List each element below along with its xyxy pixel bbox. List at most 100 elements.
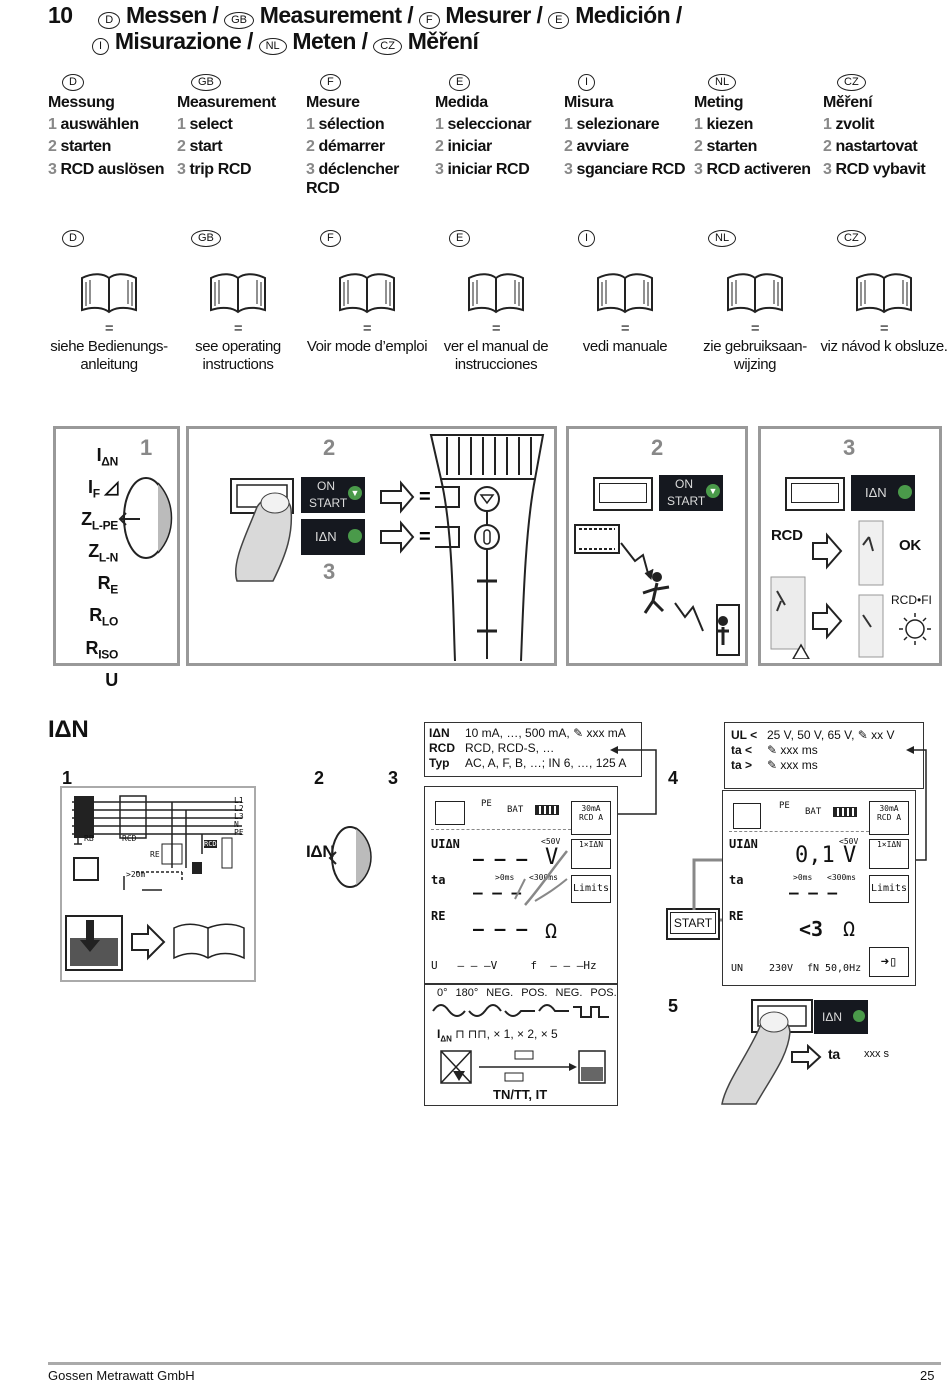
lcd-start-label: START	[309, 496, 348, 510]
function-rlo[interactable]: RLO	[89, 605, 118, 630]
lang-badge-nl: NL	[258, 38, 287, 55]
function-zln[interactable]: ZL-N	[88, 541, 118, 565]
step-number: 1	[823, 116, 832, 133]
manual-reference-f: F=Voir mode d’emploi	[300, 228, 434, 356]
lang-badge-gb: GB	[224, 12, 254, 29]
wire-label-rb: RB	[84, 834, 94, 843]
lang-badge: NL	[708, 230, 737, 247]
book-icon	[597, 273, 653, 314]
label-gt0-r: >0ms	[793, 873, 813, 882]
lower-step-1: 1	[62, 768, 72, 788]
book-icon	[468, 273, 524, 314]
title-gb: Measurement /	[259, 2, 414, 28]
battery-icon	[535, 805, 559, 815]
lower-step-2: 2	[314, 768, 324, 788]
step-3-text: trip RCD	[189, 161, 252, 178]
function-zlpe[interactable]: ZL-PE	[81, 509, 118, 533]
lang-badge: D	[62, 230, 84, 247]
btn-save-r[interactable]: ➜▯	[869, 947, 909, 977]
rotary-switch-icon[interactable]	[118, 473, 174, 563]
panel4-step-number: 3	[843, 435, 855, 460]
person-icon	[733, 803, 761, 829]
lang-badge: E	[449, 230, 471, 247]
lcd-idn-label-2: IΔN	[865, 485, 887, 500]
rcd-trip-diagram	[770, 520, 931, 659]
label-ta: ta	[431, 873, 446, 887]
waveform-icons	[432, 1004, 609, 1018]
manual-label: vedi manuale	[582, 338, 668, 355]
rotary-knob-icon[interactable]	[326, 822, 378, 892]
manual-label: see operating instructions	[195, 338, 281, 373]
step-heading: Mesure	[306, 94, 360, 111]
step-number: 2	[306, 138, 315, 155]
section-title-idn: IΔN	[48, 716, 89, 743]
wave-label: NEG.	[486, 987, 514, 999]
step-number: 2	[48, 138, 57, 155]
panel-start-measurement: 2 3 ON START ▼ IΔN = =	[186, 426, 557, 666]
info-val-idn-2: xxx mA	[586, 726, 626, 740]
info-box-ul-ta: UL <25 V, 50 V, 65 V, ✎ xx V ta <✎ xxx m…	[724, 722, 924, 789]
step-2-text: starten	[60, 138, 112, 155]
unit-v: V	[545, 845, 559, 870]
btn-30ma-rcd-r[interactable]: 30mA RCD A	[869, 801, 909, 835]
lang-badge: CZ	[837, 74, 866, 91]
wiring-diagram-box: L1 L2 L3 N PE RB RCD RE RCD >20m	[60, 786, 256, 982]
lcd-idn-step5-label: IΔN	[822, 1010, 843, 1024]
step-number: 3	[306, 161, 315, 178]
info-key-ta-min: ta <	[731, 743, 753, 757]
step-heading: Meting	[694, 94, 744, 111]
lcd-idn-step5: IΔN	[814, 1000, 868, 1034]
step-number: 3	[177, 161, 186, 178]
function-re[interactable]: RE	[97, 573, 119, 597]
btn-limits[interactable]: Limits	[571, 875, 611, 903]
device-screen-left: PE BAT 30mA RCD A UIΔN – – – <50V V 1×IΔ…	[424, 786, 618, 984]
manual-label: ver el manual de instrucciones	[443, 338, 549, 373]
wire-label-gt20: >20m	[126, 870, 146, 879]
step-1-text: kiezen	[706, 116, 754, 133]
arrow-overlay-left	[514, 850, 568, 906]
start-arrow-icon-2: ▼	[706, 484, 720, 498]
step-3-text: sganciare RCD	[576, 161, 686, 178]
svg-text:=: =	[419, 486, 431, 508]
value-u-r: 0,1	[795, 843, 835, 868]
wave-label: NEG.	[555, 987, 583, 999]
step-2-text: nastartovat	[835, 138, 918, 155]
title-i: Misurazione /	[114, 28, 254, 54]
manual-reference-e: E=ver el manual de instrucciones	[429, 228, 563, 374]
step-3-text: RCD activeren	[706, 161, 812, 178]
unit-v-r: V	[843, 843, 857, 868]
idn-indicator-icon-2	[898, 485, 912, 499]
finger-press-icon	[230, 478, 294, 582]
function-if[interactable]: IF ◿	[88, 477, 118, 501]
finger-press-icon-2	[721, 999, 813, 1105]
equals-sign: =	[879, 320, 889, 337]
function-riso[interactable]: RISO	[85, 637, 119, 662]
page-header: 10 D Messen / GB Measurement / F Mesurer…	[48, 2, 938, 55]
step-number: 1	[694, 116, 703, 133]
bat-label-r: BAT	[805, 807, 822, 817]
btn-limits-r[interactable]: Limits	[869, 875, 909, 903]
equals-sign: =	[362, 320, 372, 337]
book-icon	[856, 273, 912, 314]
title-cz: Měření	[407, 28, 479, 54]
btn-1x-idn-r[interactable]: 1×IΔN	[869, 839, 909, 869]
book-icon	[81, 273, 137, 314]
btn-30ma-rcd[interactable]: 30mA RCD A	[571, 801, 611, 835]
lang-badge: I	[578, 74, 596, 91]
info-val-ul: 25 V, 50 V, 65 V,	[767, 728, 855, 742]
btn-1x-idn[interactable]: 1×IΔN	[571, 839, 611, 869]
lcd-on-label-2: ON	[675, 477, 693, 491]
info-val-ta-min: xxx ms	[780, 743, 818, 757]
step-3-text: RCD auslösen	[60, 161, 165, 178]
function-idn[interactable]: IΔN	[96, 445, 119, 469]
function-u[interactable]: U	[105, 669, 118, 690]
step-3-text: iniciar RCD	[447, 161, 530, 178]
lang-badge-d: D	[98, 12, 121, 29]
step-1-text: zvolit	[835, 116, 875, 133]
edit-icon-2: ✎	[857, 728, 868, 742]
lcd-idn: IΔN	[301, 519, 365, 555]
